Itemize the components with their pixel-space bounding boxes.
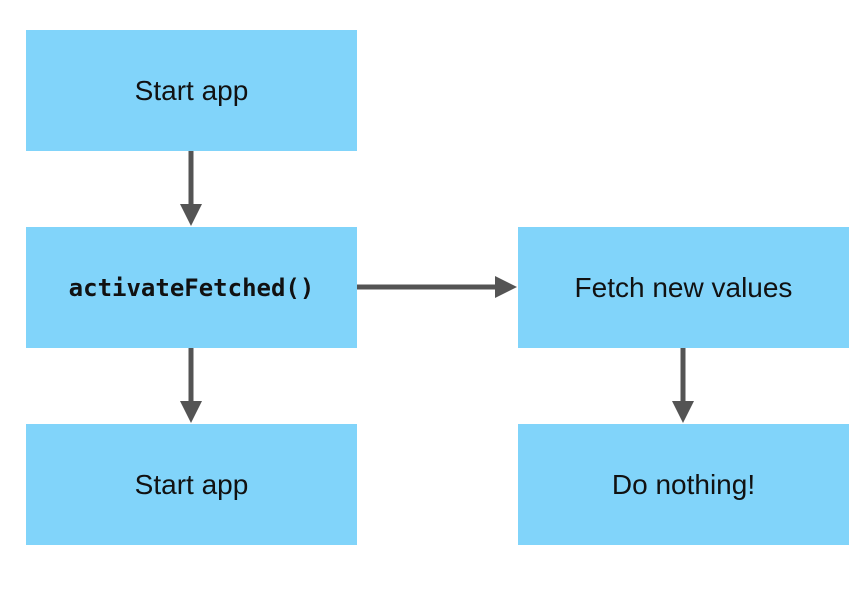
do-nothing-node: Do nothing! <box>518 424 849 545</box>
start-app-top-label: Start app <box>134 74 249 106</box>
do-nothing-label: Do nothing! <box>611 468 756 500</box>
fetch-new-values-label: Fetch new values <box>574 271 793 303</box>
start-app-bottom-node: Start app <box>26 424 357 545</box>
fetch-new-values-node: Fetch new values <box>518 227 849 348</box>
activate-fetched-label: activateFetched() <box>68 273 315 302</box>
arrowhead-activate-to-start <box>180 401 202 423</box>
arrowhead-start-to-activate <box>180 204 202 226</box>
activate-fetched-node: activateFetched() <box>26 227 357 348</box>
arrowhead-activate-to-fetch <box>495 276 517 298</box>
start-app-bottom-label: Start app <box>134 468 249 500</box>
start-app-top-node: Start app <box>26 30 357 151</box>
arrowhead-fetch-to-nothing <box>672 401 694 423</box>
